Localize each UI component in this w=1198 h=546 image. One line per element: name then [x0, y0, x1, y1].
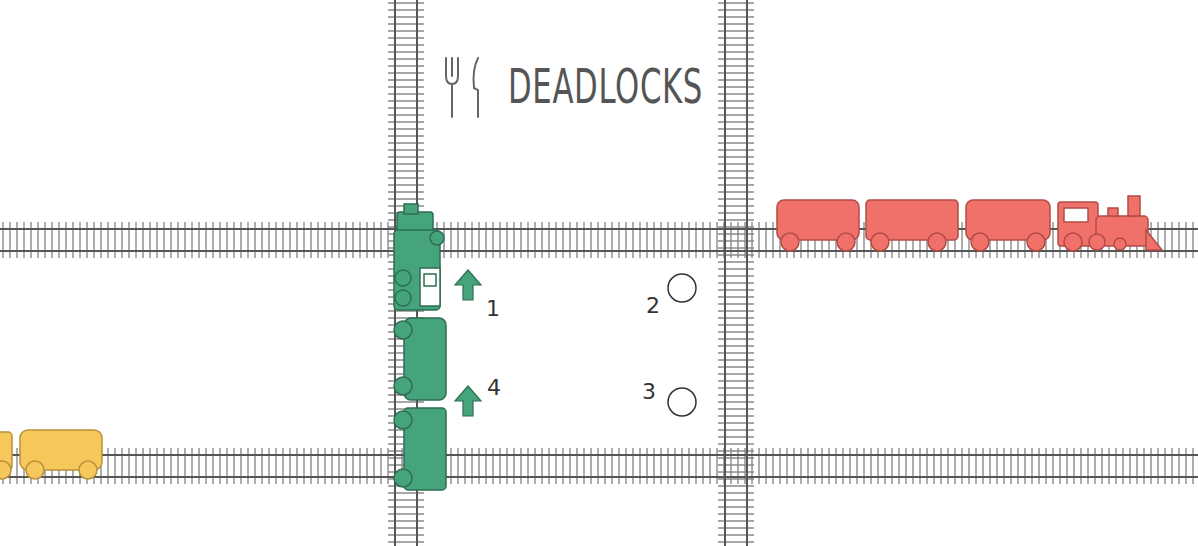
direction-arrows [455, 270, 481, 416]
green-train [394, 204, 446, 490]
callout-number: 3 [642, 381, 656, 403]
diagram-title: DEADLOCKS [508, 62, 703, 110]
red-train [777, 196, 1162, 251]
fork-knife-icon [446, 58, 478, 117]
callout-number: 2 [646, 295, 660, 317]
track-vertical-right [718, 0, 754, 546]
yellow-train [0, 430, 102, 479]
marker-circles [668, 274, 696, 416]
callout-number: 4 [487, 377, 501, 399]
callout-number: 1 [486, 298, 500, 320]
track-horizontal-bottom [0, 448, 1198, 484]
